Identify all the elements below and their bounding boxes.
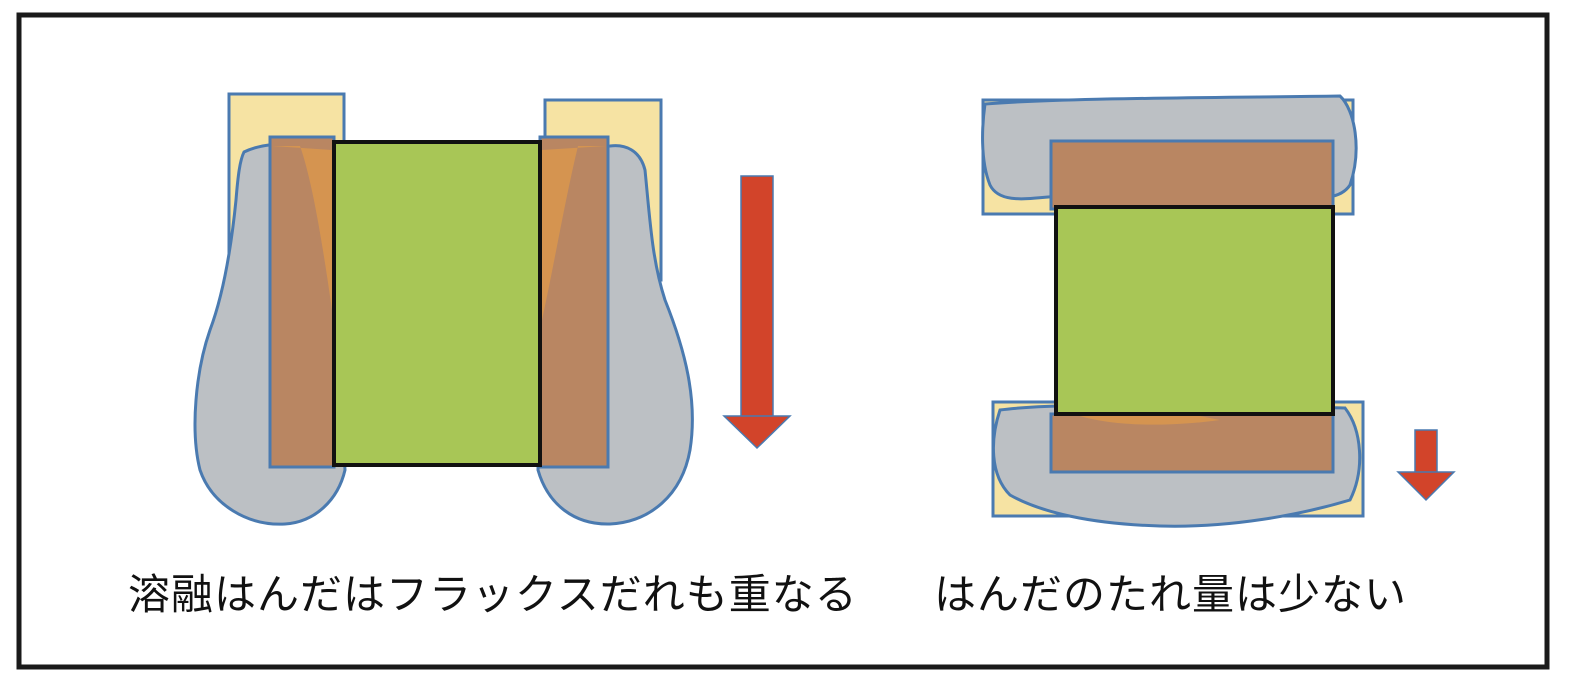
right-component-body (1054, 205, 1335, 416)
left-component-diagram (193, 92, 694, 526)
right-electrode-top (1049, 139, 1335, 211)
left-flux-wedge-left (272, 146, 332, 310)
caption-right: はんだのたれ量は少ない (934, 570, 1408, 619)
left-electrode-right (538, 135, 610, 469)
left-flux-wedge-right (542, 146, 606, 320)
arrow-down-icon (1396, 429, 1456, 502)
left-component-body (332, 140, 542, 467)
right-component-diagram (981, 94, 1365, 528)
caption-left: 溶融はんだはフラックスだれも重なる (128, 570, 858, 619)
arrow-down-icon (722, 175, 792, 450)
right-flux-edge (1080, 416, 1220, 425)
